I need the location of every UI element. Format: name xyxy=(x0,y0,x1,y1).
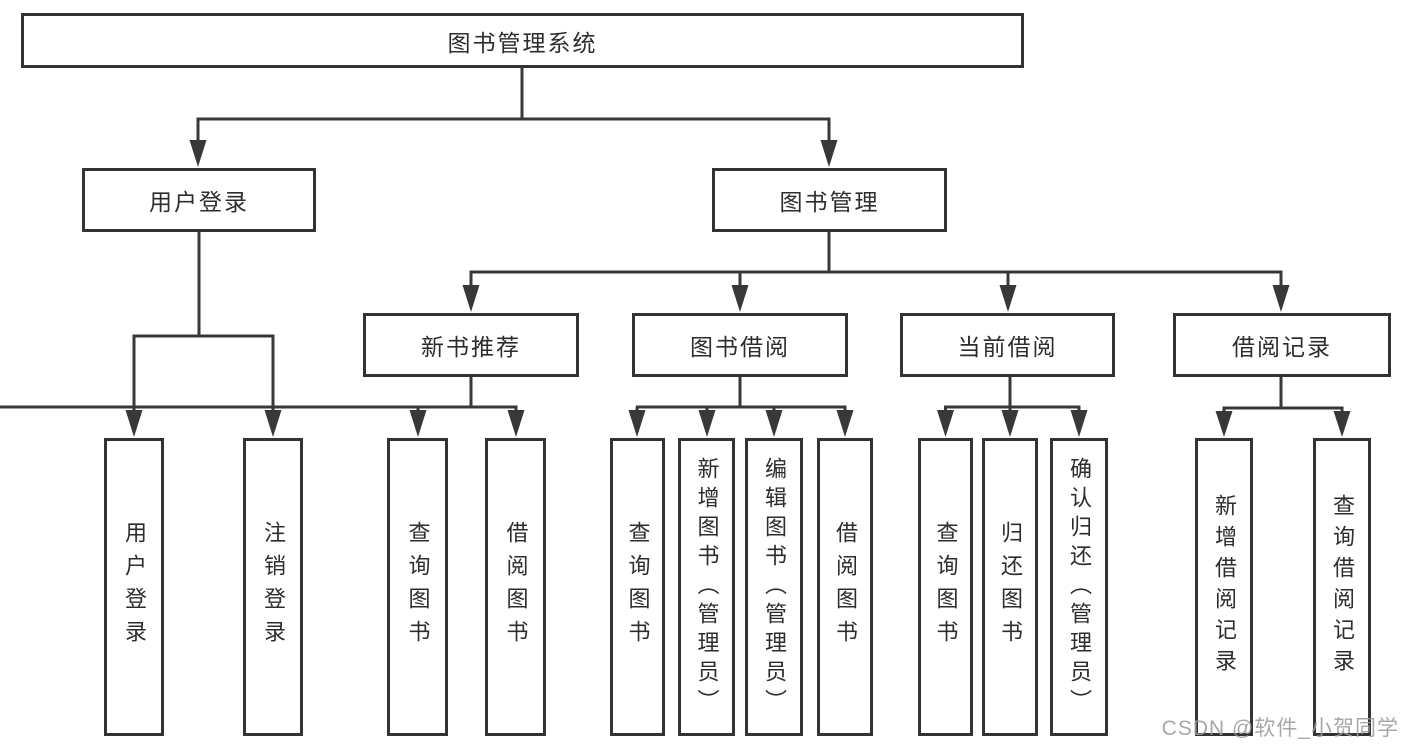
node-root-label: 图书管理系统 xyxy=(447,29,598,56)
leaf-return-books: 归还图书 xyxy=(982,438,1038,736)
leaf-add-books-admin: 新增图书（管理员） xyxy=(678,438,735,736)
leaf-borrow-books-2-label: 借阅图书 xyxy=(833,521,858,653)
node-book-borrow: 图书借阅 xyxy=(632,313,848,377)
leaf-logout: 注销登录 xyxy=(243,438,303,736)
node-borrow-records-label: 借阅记录 xyxy=(1232,334,1332,360)
csdn-watermark: CSDN @软件_小贺同学 xyxy=(1161,717,1399,740)
node-user-login: 用户登录 xyxy=(82,168,316,232)
leaf-query-books-1-label: 查询图书 xyxy=(405,521,431,653)
leaf-query-borrow-record-label: 查询借阅记录 xyxy=(1330,494,1355,680)
leaf-user-login: 用户登录 xyxy=(104,438,164,736)
node-book-management: 图书管理 xyxy=(712,168,947,232)
leaf-borrow-books-1-label: 借阅图书 xyxy=(503,521,529,653)
leaf-edit-books-admin: 编辑图书（管理员） xyxy=(745,438,803,736)
leaf-logout-label: 注销登录 xyxy=(261,521,286,653)
node-root: 图书管理系统 xyxy=(21,13,1024,68)
leaf-query-books-3: 查询图书 xyxy=(918,438,973,736)
leaf-confirm-return-admin-label: 确认归还（管理员） xyxy=(1067,456,1092,718)
leaf-query-books-3-label: 查询图书 xyxy=(933,521,959,653)
node-user-login-label: 用户登录 xyxy=(149,189,249,215)
node-new-book-recommend-label: 新书推荐 xyxy=(421,334,521,360)
leaf-return-books-label: 归还图书 xyxy=(998,521,1023,653)
leaf-add-borrow-record-label: 新增借阅记录 xyxy=(1212,494,1237,680)
node-current-borrow-label: 当前借阅 xyxy=(957,334,1058,360)
leaf-add-books-admin-label: 新增图书（管理员） xyxy=(694,456,720,718)
leaf-user-login-label: 用户登录 xyxy=(122,521,147,653)
node-current-borrow: 当前借阅 xyxy=(900,313,1115,377)
leaf-borrow-books-2: 借阅图书 xyxy=(817,438,873,736)
node-book-borrow-label: 图书借阅 xyxy=(690,334,790,360)
leaf-borrow-books-1: 借阅图书 xyxy=(485,438,546,736)
node-book-management-label: 图书管理 xyxy=(779,189,880,215)
leaf-query-books-2-label: 查询图书 xyxy=(625,521,651,653)
leaf-query-books-1: 查询图书 xyxy=(387,438,448,736)
leaf-add-borrow-record: 新增借阅记录 xyxy=(1195,438,1253,736)
node-borrow-records: 借阅记录 xyxy=(1173,313,1391,377)
leaf-query-books-2: 查询图书 xyxy=(610,438,665,736)
node-new-book-recommend: 新书推荐 xyxy=(363,313,579,377)
leaf-query-borrow-record: 查询借阅记录 xyxy=(1313,438,1371,736)
leaf-edit-books-admin-label: 编辑图书（管理员） xyxy=(762,456,787,718)
leaf-confirm-return-admin: 确认归还（管理员） xyxy=(1050,438,1108,736)
